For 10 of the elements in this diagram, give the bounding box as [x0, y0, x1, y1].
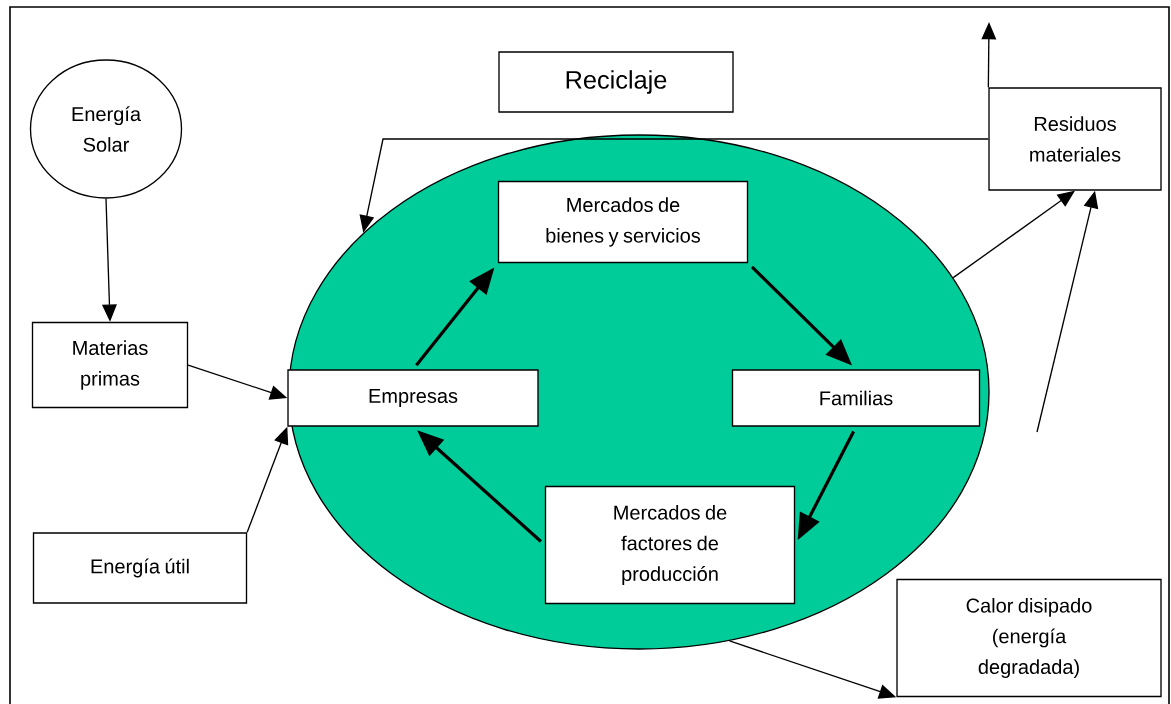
process-box: Mercados de factores de producción	[544, 485, 796, 605]
process-box: Materias primas	[31, 321, 189, 409]
process-box: Mercados de bienes y servicios	[497, 180, 749, 264]
circle-node: Energía Solar	[29, 59, 183, 199]
process-box: Empresas	[287, 369, 539, 427]
process-box: Residuos materiales	[988, 87, 1162, 191]
process-box: Familias	[731, 369, 981, 427]
process-box: Energía útil	[32, 532, 248, 604]
process-box: Calor disipado (energía degradada)	[896, 578, 1162, 698]
label-box: Reciclaje	[498, 51, 734, 113]
